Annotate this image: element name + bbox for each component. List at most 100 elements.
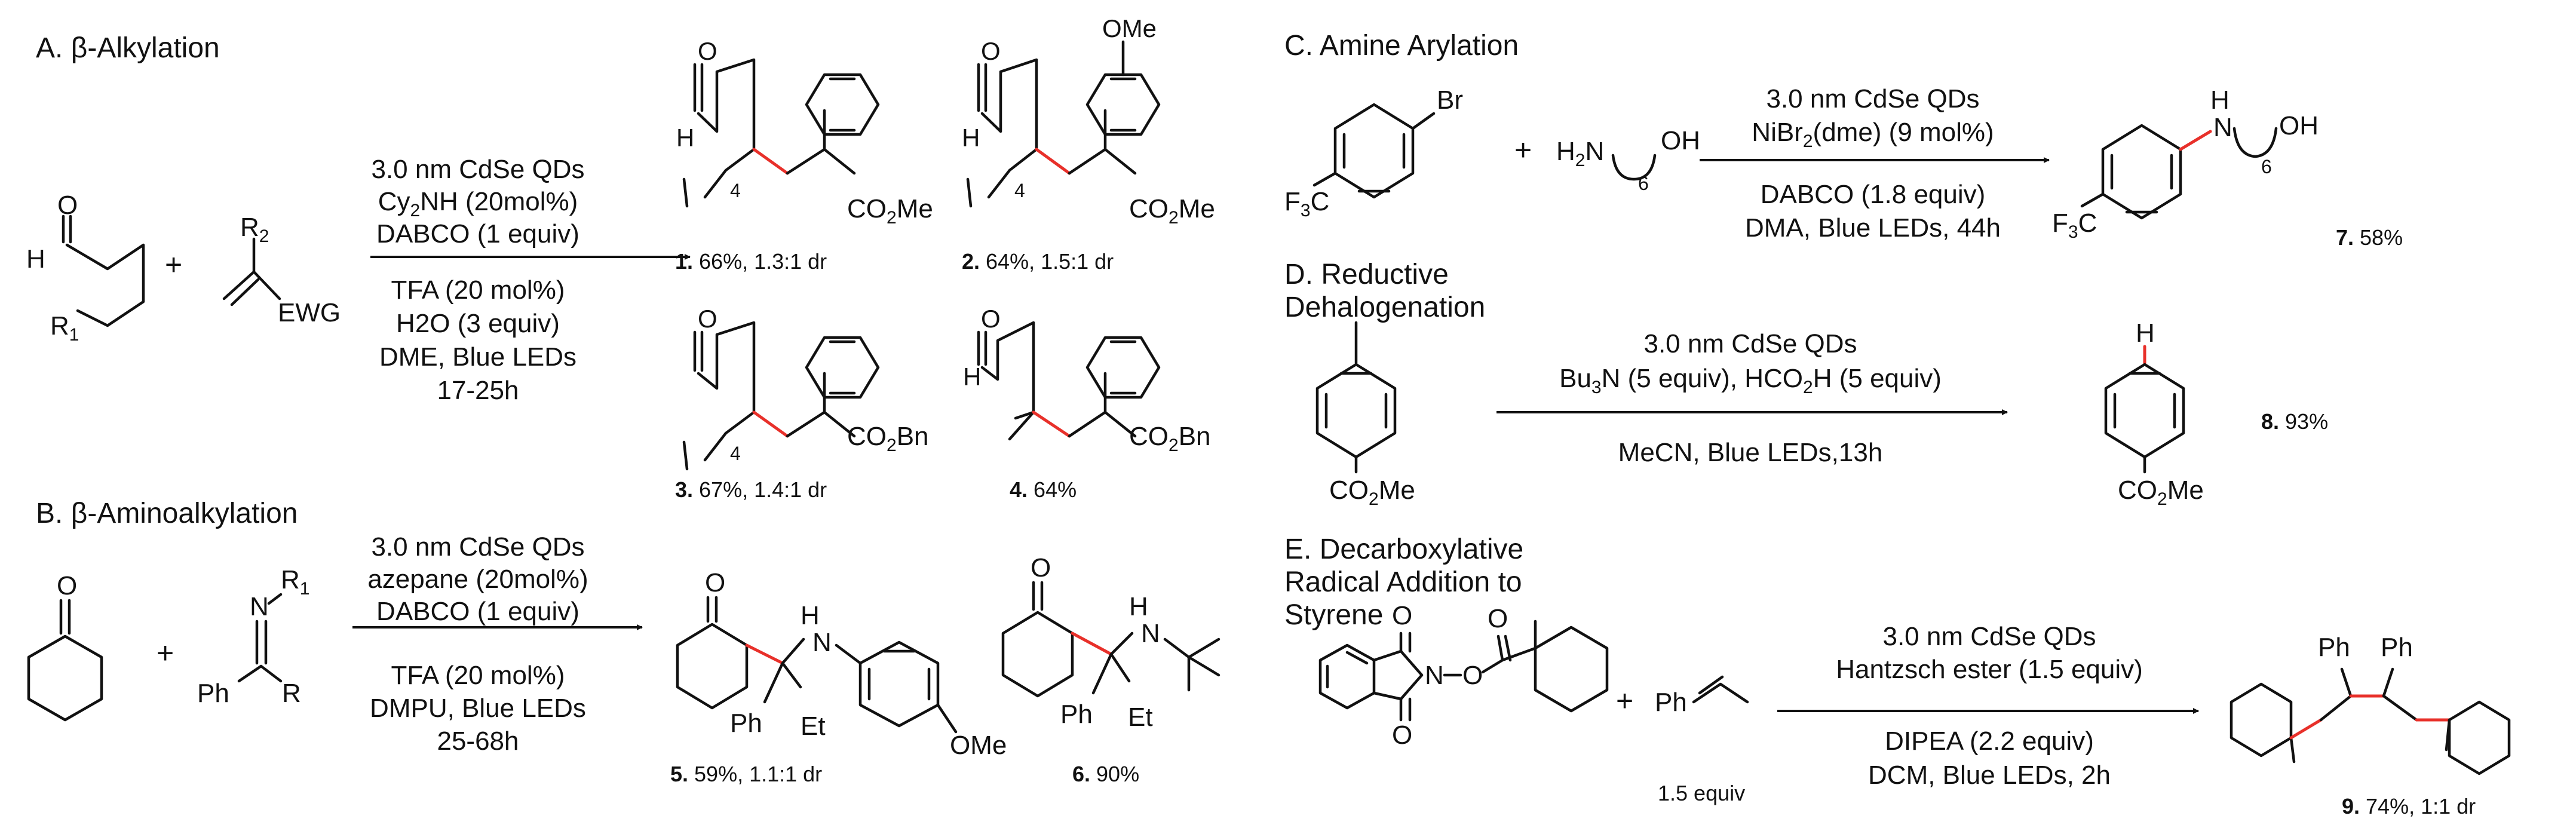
p6-phenyl: Ph [1060, 700, 1093, 729]
imine-nitrogen: N [250, 592, 269, 621]
cond-c-4: DMA, Blue LEDs, 44h [1745, 213, 2001, 243]
p7-nh-h: H [2210, 85, 2230, 115]
p6-ethyl: Et [1128, 703, 1153, 732]
conditions-a: 3.0 nm CdSe QDs Cy2NH (20mol%) DABCO (1 … [371, 155, 584, 405]
cond-a-7: 17-25h [437, 376, 519, 405]
e-styrene-phenyl: Ph [1655, 688, 1687, 717]
panel-c-aminoalcohol: H2N 6 OH [1556, 126, 1700, 194]
panel-a-alkene: R2 EWG [222, 213, 341, 327]
e-ester-oxygen: O [1462, 661, 1483, 690]
cond-a-3: DABCO (1 equiv) [376, 219, 579, 249]
p1-ester: CO2Me [847, 194, 933, 228]
cond-e-1: 3.0 nm CdSe QDs [1882, 622, 2096, 651]
p5-oxygen: O [705, 568, 725, 597]
panel-e-styrene: Ph 1.5 equiv [1655, 675, 1749, 805]
cond-a-4: TFA (20 mol%) [391, 275, 565, 305]
panel-b: B. β-Aminoalkylation O + N R1 Ph R 3.0 n… [27, 498, 1220, 786]
plus-sign-e: + [1616, 684, 1633, 718]
product-6-label: 6. 90% [1072, 762, 1139, 786]
product-4: O H CO2Bn 4. 64% [963, 305, 1211, 502]
p3-ester: CO2Bn [847, 422, 929, 455]
p9-phenyl-2: Ph [2381, 633, 2413, 662]
p8-hydrogen: H [2136, 318, 2155, 348]
p7-chain-count: 6 [2261, 156, 2272, 177]
cond-e-3: DIPEA (2.2 equiv) [1885, 726, 2094, 756]
p1-oxygen: O [698, 37, 717, 65]
product-7: F3C H N 6 OH 7. 58% [2052, 85, 2403, 250]
cond-d-3: MeCN, Blue LEDs,13h [1618, 438, 1883, 467]
cond-e-4: DCM, Blue LEDs, 2h [1868, 761, 2111, 790]
cond-b-1: 3.0 nm CdSe QDs [371, 532, 584, 562]
cond-b-2: azepane (20mol%) [367, 565, 588, 594]
cond-e-2: Hantzsch ester (1.5 equiv) [1836, 655, 2143, 684]
cond-c-1: 3.0 nm CdSe QDs [1766, 84, 1979, 114]
cond-d-1: 3.0 nm CdSe QDs [1643, 329, 1857, 358]
cond-a-5: H2O (3 equiv) [396, 309, 560, 338]
product-8-label: 8. 93% [2261, 409, 2328, 434]
imine-r1: R1 [281, 565, 309, 599]
p5-methoxy: OMe [950, 731, 1007, 760]
panel-d-title-1: D. Reductive [1284, 259, 1449, 290]
panel-b-cyclohexanone: O [27, 571, 103, 722]
p6-nh-h: H [1129, 592, 1148, 621]
c-cf3-reactant: F3C [1284, 187, 1329, 220]
cond-c-2: NiBr2(dme) (9 mol%) [1752, 118, 1994, 151]
c-h2n: H2N [1556, 137, 1604, 170]
panel-b-title: B. β-Aminoalkylation [36, 498, 298, 529]
panel-d-title-2: Dehalogenation [1284, 292, 1485, 323]
e-imide-nitrogen: N [1425, 661, 1444, 690]
product-2: O H 4 OMe CO2Me 2. 64%, 1.5:1 dr [962, 14, 1215, 274]
c-hydroxyl: OH [1661, 126, 1700, 155]
e-imide-oxygen-1: O [1392, 601, 1412, 630]
cond-b-6: 25-68h [437, 726, 519, 756]
product-1: O H 4 CO2Me 1. 66%, 1.3:1 dr [675, 37, 933, 274]
panel-e-title-1: E. Decarboxylative [1284, 534, 1523, 565]
cyclohexanone-oxygen: O [57, 571, 77, 600]
product-3-label: 3. 67%, 1.4:1 dr [675, 477, 827, 502]
cond-a-2: Cy2NH (20mol%) [378, 187, 578, 220]
cond-a-6: DME, Blue LEDs [379, 342, 576, 372]
aldehyde-hydrogen: H [26, 244, 45, 274]
p8-ester: CO2Me [2118, 476, 2204, 509]
p7-hydroxyl: OH [2279, 111, 2319, 140]
e-imide-oxygen-2: O [1392, 721, 1412, 750]
conditions-c: 3.0 nm CdSe QDs NiBr2(dme) (9 mol%) DABC… [1745, 84, 2001, 243]
p7-cf3: F3C [2052, 209, 2097, 242]
p6-nitrogen: N [1141, 619, 1160, 648]
cond-d-2: Bu3N (5 equiv), HCO2H (5 equiv) [1559, 364, 1942, 397]
cond-b-4: TFA (20 mol%) [391, 661, 565, 690]
product-6: O H N Ph Et 6. 90% [1001, 553, 1220, 786]
panel-a: A. β-Alkylation O H R1 + R2 EWG 3.0 nm C… [26, 14, 1215, 502]
panel-c-title: C. Amine Arylation [1284, 30, 1519, 62]
c-reactant-chain-count: 6 [1638, 173, 1649, 194]
plus-sign-c: + [1514, 133, 1532, 167]
panel-a-aldehyde: O H R1 [26, 191, 145, 345]
p7-nitrogen: N [2213, 113, 2232, 142]
p1-chain-count: 4 [730, 180, 741, 201]
imine-r: R [282, 679, 301, 708]
p5-nh-h: H [801, 601, 820, 630]
ewg-label: EWG [278, 298, 341, 327]
r2-label: R2 [240, 213, 269, 246]
plus-sign-a: + [165, 248, 182, 281]
p4-oxygen: O [981, 305, 1001, 333]
p4-ester: CO2Bn [1129, 422, 1211, 455]
p2-chain-count: 4 [1014, 180, 1025, 201]
panel-e-title-3: Styrene [1284, 599, 1383, 631]
cond-b-3: DABCO (1 equiv) [376, 597, 579, 626]
product-9: Ph Ph 9. 74%, 1:1 dr [2230, 633, 2511, 818]
panel-e-nhpi-ester: O O N O O [1318, 601, 1609, 750]
cond-c-3: DABCO (1.8 equiv) [1761, 180, 1986, 209]
conditions-b: 3.0 nm CdSe QDs azepane (20mol%) DABCO (… [367, 532, 588, 756]
p2-oxygen: O [981, 37, 1001, 65]
aldehyde-oxygen: O [57, 191, 78, 220]
p5-nitrogen: N [812, 628, 832, 657]
p4-hydrogen: H [963, 363, 981, 391]
product-8: H CO2Me 8. 93% [2104, 318, 2328, 509]
panel-e: E. Decarboxylative Radical Addition to S… [1284, 534, 2511, 818]
p2-hydrogen: H [962, 124, 980, 152]
p2-methoxy: OMe [1102, 14, 1157, 42]
product-1-label: 1. 66%, 1.3:1 dr [675, 249, 827, 274]
panel-d: D. Reductive Dehalogenation CO2Me 3.0 nm… [1284, 259, 2328, 509]
product-4-label: 4. 64% [1010, 477, 1077, 502]
